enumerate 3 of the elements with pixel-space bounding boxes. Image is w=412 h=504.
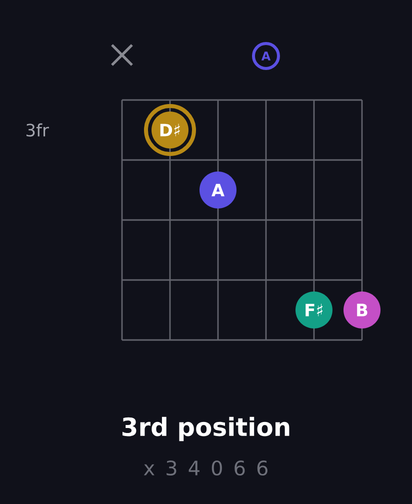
title: 3rd position xyxy=(122,416,290,442)
fret-number: 3fr xyxy=(26,123,49,137)
fingering-text: x 3 4 0 6 6 xyxy=(144,460,268,476)
